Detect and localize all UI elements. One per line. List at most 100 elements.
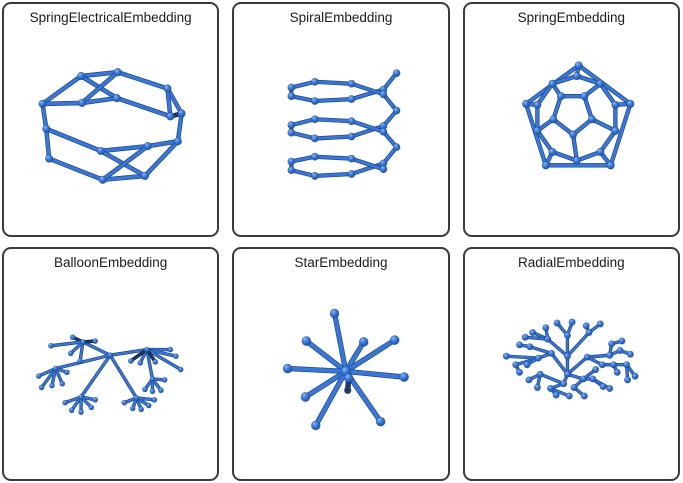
graph-edge [304, 338, 349, 373]
graph-edge [551, 117, 575, 137]
graph-node [568, 130, 577, 139]
graph-node [347, 79, 356, 88]
graph-node [129, 405, 136, 411]
graph-node [68, 406, 75, 413]
graph-edge [79, 70, 120, 78]
graph-node [588, 374, 596, 382]
graph-node [605, 384, 613, 392]
graph-node [568, 318, 576, 326]
graph-node [563, 370, 571, 378]
graph-edge [585, 353, 611, 358]
graph-node [376, 416, 386, 426]
graph-edge [290, 117, 317, 127]
graph-node [605, 351, 613, 359]
graph-node [67, 349, 74, 356]
graph-node [626, 99, 635, 109]
graph-edge [332, 311, 349, 373]
graph-node [582, 321, 590, 329]
graph-node [595, 79, 605, 88]
graph-spiral-embedding [287, 69, 401, 180]
graph-node [502, 352, 510, 360]
graph-node [607, 339, 615, 347]
graph-edge [145, 348, 154, 380]
graph-node [525, 375, 533, 383]
graph-node [158, 386, 164, 393]
graph-node [591, 365, 599, 373]
graph-node [283, 363, 293, 373]
graph-node [559, 379, 567, 387]
graph-node [144, 346, 150, 352]
graph-node [77, 71, 86, 81]
graph-node [511, 360, 519, 368]
graph-balloon-embedding [35, 333, 184, 415]
graph-edge [576, 63, 632, 106]
graph-node [623, 375, 631, 383]
graph-node [38, 99, 47, 109]
graph-node [570, 383, 578, 391]
graph-node [616, 346, 624, 354]
graph-node [521, 333, 529, 341]
graph-edge [54, 353, 112, 370]
graph-node [598, 360, 606, 368]
graph-node [311, 97, 320, 105]
graph-node [35, 372, 42, 379]
graph-node [98, 175, 107, 184]
graph-node [287, 83, 296, 92]
graph-edge [313, 80, 354, 86]
graph-node [177, 109, 186, 118]
graph-node [152, 358, 159, 365]
graph-node [379, 127, 388, 136]
graph-node [528, 328, 536, 336]
graph-node [599, 382, 607, 390]
graph-edge [523, 335, 549, 340]
graph-node [521, 99, 530, 109]
graph-edge [350, 161, 386, 176]
graph-node [49, 382, 55, 388]
panel-spiral-embedding: SpiralEmbedding [232, 2, 450, 237]
graph-node [344, 386, 352, 394]
graph-node [311, 152, 320, 161]
graph-node [48, 342, 54, 349]
graph-node [563, 331, 571, 339]
graph-node [393, 69, 401, 78]
graph-edge [566, 355, 588, 375]
graph-node [112, 93, 121, 103]
graph-node [399, 371, 410, 382]
graph-node [133, 394, 140, 401]
panel-radial-embedding: RadialEmbedding [462, 246, 680, 481]
graph-edge [598, 82, 617, 107]
graph-node [311, 171, 320, 180]
graph-edge [598, 129, 617, 154]
graph-node [618, 337, 626, 345]
graph-radial-embedding [502, 318, 639, 400]
panel-title-spring-electrical-embedding: SpringElectricalEmbedding [29, 10, 192, 25]
graph-node [609, 360, 617, 368]
graph-node [596, 319, 604, 327]
graph-node [572, 71, 581, 81]
graph-edge [49, 340, 84, 347]
graph-node [287, 166, 296, 175]
graph-node [177, 366, 184, 372]
panel-title-spring-embedding: SpringEmbedding [517, 10, 625, 25]
graph-edge [290, 131, 317, 140]
graph-edge [608, 102, 632, 167]
graph-node [287, 92, 296, 101]
graph-node [77, 98, 87, 108]
graph-edge [504, 354, 539, 359]
panel-spring-electrical-embedding: SpringElectricalEmbedding [2, 2, 220, 237]
graph-node [59, 380, 66, 387]
graph-node [311, 420, 321, 430]
graph-node [88, 404, 95, 410]
graph-node [536, 370, 544, 378]
graph-node [161, 376, 168, 383]
graph-node [541, 161, 550, 170]
graph-node [626, 350, 634, 358]
graph-node [163, 84, 172, 93]
graph-node [347, 170, 356, 178]
graph-edge [80, 70, 120, 105]
graph-node [610, 100, 620, 109]
graph-edge [535, 82, 554, 107]
graph-node [631, 372, 639, 380]
graph-edge [143, 139, 180, 178]
